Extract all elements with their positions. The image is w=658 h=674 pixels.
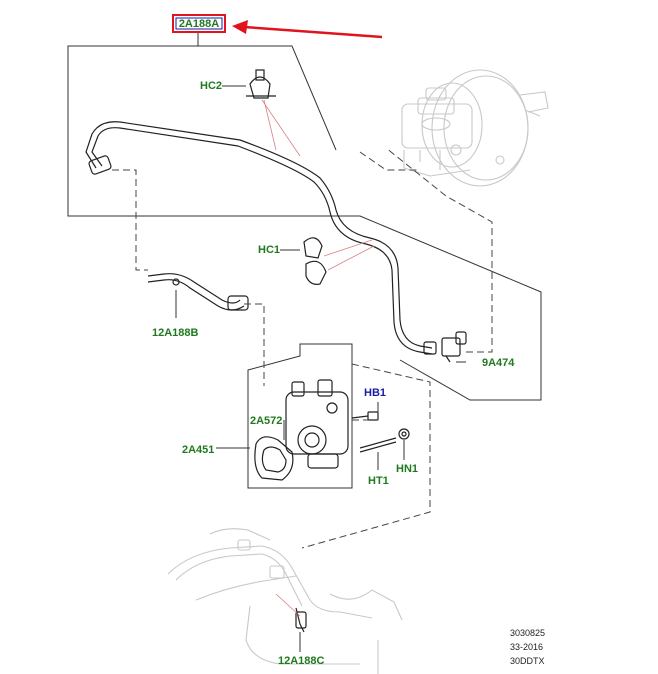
vacuum-hose-2a188a	[85, 121, 437, 355]
label-hb1[interactable]: HB1	[364, 387, 386, 399]
bolt-hb1	[351, 411, 379, 421]
connection-lines	[112, 147, 493, 549]
clip-hc1	[303, 237, 327, 285]
nut-hn1	[398, 428, 410, 440]
hose-group-box	[67, 32, 542, 401]
pump-group-box	[247, 343, 353, 489]
hose-12a188b	[147, 273, 249, 311]
main-part-highlight	[172, 14, 226, 33]
label-9a474[interactable]: 9A474	[482, 357, 515, 369]
label-2a188a[interactable]: 2A188A	[179, 18, 219, 30]
label-2a572[interactable]: 2A572	[250, 415, 282, 427]
footer-line-2: 33-2016	[510, 642, 543, 652]
label-hc1[interactable]: HC1	[258, 244, 280, 256]
clip-hc2	[246, 69, 276, 99]
pointer-arrow	[232, 20, 383, 39]
brake-booster-ghost	[401, 69, 549, 187]
footer-line-3: 30DDTX	[510, 656, 545, 666]
gasket-2a572	[254, 436, 294, 481]
label-12a188c[interactable]: 12A188C	[278, 655, 325, 667]
stud-ht1	[359, 437, 397, 453]
hose-12a188c	[295, 607, 307, 633]
sensor-9a474	[441, 331, 467, 363]
footer-line-1: 3030825	[510, 628, 545, 638]
vacuum-pump-2a451	[285, 379, 349, 469]
main-part-inner-frame	[175, 17, 223, 30]
label-hn1[interactable]: HN1	[396, 463, 418, 475]
label-12a188b[interactable]: 12A188B	[152, 327, 199, 339]
label-hc2[interactable]: HC2	[200, 80, 222, 92]
label-ht1[interactable]: HT1	[368, 475, 389, 487]
engine-harness-ghost	[167, 528, 403, 674]
label-2a451[interactable]: 2A451	[182, 444, 214, 456]
label-leaders	[175, 85, 466, 652]
